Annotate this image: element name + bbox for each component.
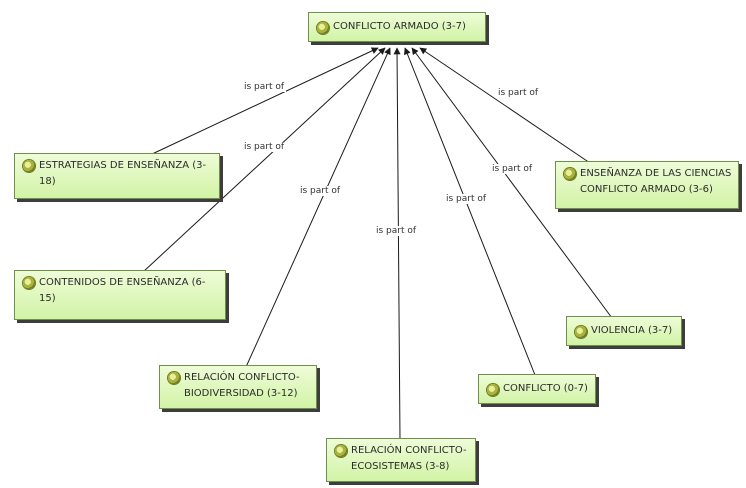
node-violencia[interactable]: VIOLENCIA (3-7) [566, 316, 682, 346]
node-label: ESTRATEGIAS DE ENSEÑANZA (3-18) [39, 160, 207, 187]
edge-label-contenidos: is part of [242, 142, 287, 152]
concept-icon [487, 384, 499, 396]
node-label: ENSEÑANZA DE LAS CIENCIAS CONFLICTO ARMA… [580, 168, 732, 195]
node-label: VIOLENCIA (3-7) [591, 325, 673, 336]
node-estrategias-de-ensenanza[interactable]: ESTRATEGIAS DE ENSEÑANZA (3-18) [14, 153, 220, 199]
node-label: CONFLICTO ARMADO (3-7) [333, 21, 466, 32]
node-label: CONTENIDOS DE ENSEÑANZA (6-15) [39, 277, 206, 304]
node-label: RELACIÓN CONFLICTO-BIODIVERSIDAD (3-12) [184, 372, 300, 399]
concept-icon [23, 160, 35, 172]
node-relacion-conflicto-ecosistemas[interactable]: RELACIÓN CONFLICTO-ECOSISTEMAS (3-8) [326, 438, 476, 482]
edge-label-ecosistemas: is part of [374, 226, 419, 236]
node-contenidos-de-ensenanza[interactable]: CONTENIDOS DE ENSEÑANZA (6-15) [14, 270, 226, 320]
node-ensenanza-de-las-ciencias[interactable]: ENSEÑANZA DE LAS CIENCIAS CONFLICTO ARMA… [555, 161, 739, 209]
node-label: RELACIÓN CONFLICTO-ECOSISTEMAS (3-8) [351, 445, 467, 472]
node-conflicto[interactable]: CONFLICTO (0-7) [478, 374, 596, 404]
edge-label-biodiversidad: is part of [298, 186, 343, 196]
edge-estrategias [149, 47, 379, 156]
concept-icon [575, 326, 587, 338]
edge-conflicto [404, 47, 536, 376]
edge-ecosistemas [393, 47, 401, 441]
edge-contenidos [142, 47, 386, 273]
concept-icon [564, 168, 576, 180]
concept-icon [23, 277, 35, 289]
edge-label-ensenanza: is part of [496, 88, 541, 98]
edge-biodiversidad [245, 47, 391, 368]
edge-label-conflicto: is part of [444, 194, 489, 204]
node-label: CONFLICTO (0-7) [503, 383, 588, 394]
edge-label-violencia: is part of [490, 164, 535, 174]
concept-icon [168, 372, 180, 384]
node-conflicto-armado[interactable]: CONFLICTO ARMADO (3-7) [308, 12, 486, 42]
edge-violencia [411, 47, 613, 319]
edge-label-estrategias: is part of [242, 82, 287, 92]
node-relacion-conflicto-biodiversidad[interactable]: RELACIÓN CONFLICTO-BIODIVERSIDAD (3-12) [159, 365, 317, 409]
concept-icon [317, 22, 329, 34]
edge-ensenanza [419, 47, 591, 164]
concept-icon [335, 445, 347, 457]
